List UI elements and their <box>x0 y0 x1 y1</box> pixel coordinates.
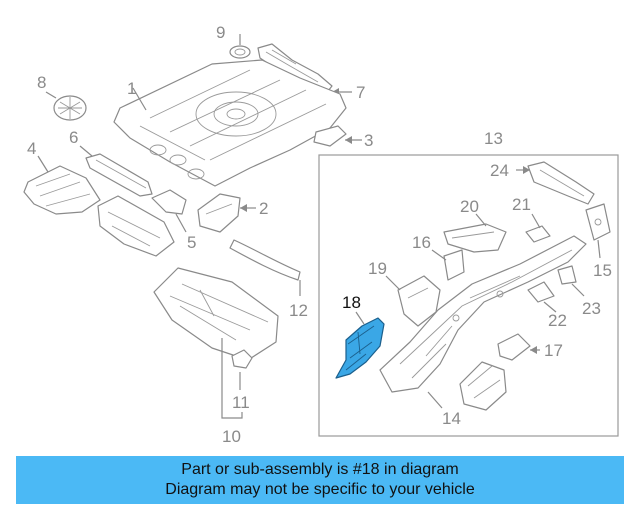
part-19-bracket[interactable] <box>397 275 441 327</box>
part-10-floor-center[interactable] <box>153 267 279 361</box>
callout-8: 8 <box>37 73 46 92</box>
banner-line-disclaimer: Diagram may not be specific to your vehi… <box>165 481 475 498</box>
part-2-bracket[interactable] <box>197 193 241 233</box>
callout-2: 2 <box>259 199 268 218</box>
callout-13: 13 <box>484 129 503 148</box>
callout-18: 18 <box>342 293 361 312</box>
callout-5: 5 <box>187 233 196 252</box>
info-banner: Part or sub-assembly is #18 in diagram D… <box>16 456 624 504</box>
callout-17: 17 <box>544 341 563 360</box>
part-21-bracket[interactable] <box>525 225 551 243</box>
callout-9: 9 <box>216 23 225 42</box>
part-11-bracket[interactable] <box>231 349 253 369</box>
part-22-bracket[interactable] <box>527 281 555 303</box>
part-5-bracket[interactable] <box>151 189 187 215</box>
part-14-extension[interactable] <box>459 361 507 411</box>
part-3-bracket[interactable] <box>313 125 347 147</box>
part-4-lower-member[interactable] <box>97 195 175 257</box>
part-20-bracket[interactable] <box>443 223 507 253</box>
part-12-curved-reinforcement[interactable] <box>229 239 301 281</box>
part-1-rear-floor-pan[interactable] <box>113 59 347 187</box>
callout-16: 16 <box>412 233 431 252</box>
callout-11: 11 <box>232 393 250 412</box>
part-23-bracket[interactable] <box>557 265 577 285</box>
callout-19: 19 <box>368 259 387 278</box>
parts-diagram: 1 2 3 4 5 6 7 8 9 10 11 12 13 14 15 16 1… <box>23 23 619 446</box>
callout-6: 6 <box>69 128 78 147</box>
callout-10: 10 <box>222 427 241 446</box>
callout-14: 14 <box>442 409 461 428</box>
callout-22: 22 <box>548 311 567 330</box>
part-9-plug[interactable] <box>229 45 251 59</box>
part-18-highlighted-bracket[interactable] <box>335 317 385 379</box>
callout-23: 23 <box>582 299 601 318</box>
part-4-floor-side-member[interactable] <box>23 165 101 215</box>
part-17-bracket[interactable] <box>497 333 531 361</box>
callout-21: 21 <box>512 195 531 214</box>
part-16-bracket[interactable] <box>443 249 465 281</box>
part-24-member[interactable] <box>527 161 595 205</box>
callout-3: 3 <box>364 131 373 150</box>
callout-12: 12 <box>289 301 308 320</box>
banner-line-part-number: Part or sub-assembly is #18 in diagram <box>181 461 459 478</box>
callout-20: 20 <box>460 197 479 216</box>
part-15-plate[interactable] <box>585 203 611 241</box>
part-8-tire-plug[interactable] <box>53 95 87 121</box>
callout-15: 15 <box>593 261 612 280</box>
callout-24: 24 <box>490 161 509 180</box>
part-6-rail[interactable] <box>85 153 153 197</box>
part-14-rear-side-member[interactable] <box>379 235 587 393</box>
callout-1: 1 <box>127 79 136 98</box>
callout-7: 7 <box>356 83 365 102</box>
subassembly-box <box>318 154 619 437</box>
callout-4: 4 <box>27 139 36 158</box>
